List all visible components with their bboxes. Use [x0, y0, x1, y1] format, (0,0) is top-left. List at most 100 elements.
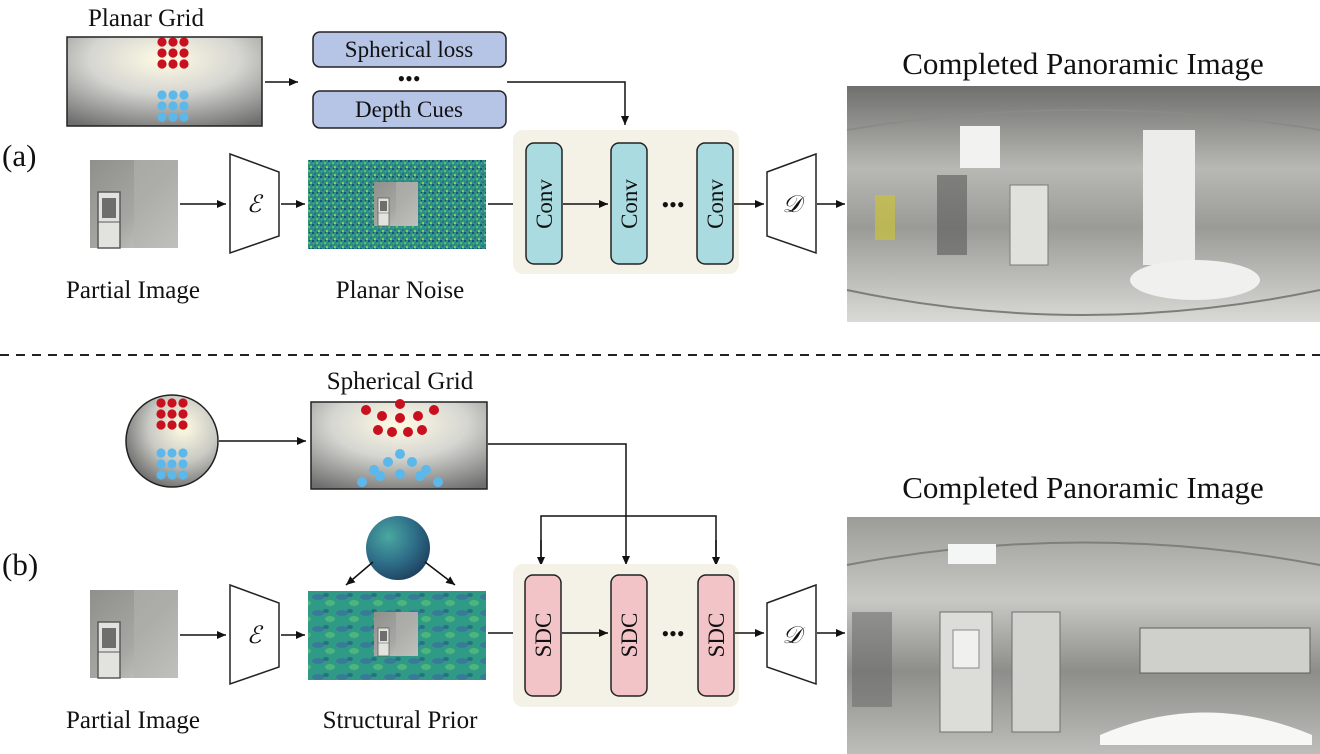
sphere-dot-blue: [156, 470, 166, 480]
sphere-dot-blue: [178, 470, 188, 480]
conv-block-3: Conv: [696, 142, 734, 265]
grid-dot-red: [179, 59, 189, 69]
spherical-dot-red: [361, 405, 371, 415]
grid-dot-red: [157, 48, 167, 58]
sphere-dot-red: [156, 409, 166, 419]
sphere-dot-red: [156, 420, 166, 430]
planar-grid-image: [66, 36, 263, 127]
sphere-dot-blue: [167, 448, 177, 458]
grid-dot-blue: [179, 112, 189, 122]
partial-image-a-label: Partial Image: [66, 277, 200, 304]
encoder-b-symbol: ℰ: [247, 621, 264, 649]
spherical-dot-blue: [395, 469, 405, 479]
spherical-dot-red: [429, 405, 439, 415]
grid-dot-blue: [157, 101, 167, 111]
sphere-dot-blue: [156, 459, 166, 469]
partial-image-a: [89, 159, 179, 249]
completed-panorama-b: [846, 517, 1320, 754]
spherical-dot-red: [373, 425, 383, 435]
spherical-dot-blue: [395, 449, 405, 459]
sdc-block-3-label: SDC: [704, 613, 729, 658]
conv-ellipsis: •••: [661, 192, 684, 217]
grid-dot-blue: [179, 90, 189, 100]
spherical-dot-red: [403, 427, 413, 437]
grid-dot-red: [168, 48, 178, 58]
encoder-b: ℰ: [229, 583, 280, 686]
sphere-dot-blue: [178, 459, 188, 469]
arrow-globe-left: [345, 561, 374, 586]
completed-panorama-a: [846, 86, 1320, 322]
cue-box-depth-cues-label: Depth Cues: [355, 97, 463, 122]
spherical-dot-red: [395, 413, 405, 423]
conv-block-1: Conv: [525, 142, 563, 265]
spherical-dot-red: [395, 399, 405, 409]
conv-block-2: Conv: [610, 142, 648, 265]
decoder-b: 𝒟: [766, 583, 817, 686]
partial-image-b-label: Partial Image: [66, 707, 200, 734]
spherical-dot-red: [413, 411, 423, 421]
grid-dot-blue: [168, 101, 178, 111]
arrow-grid-to-sdc2: [488, 443, 630, 565]
output-b-title: Completed Panoramic Image: [902, 470, 1264, 505]
sdc-block-3: SDC: [697, 574, 735, 697]
spherical-dot-blue: [407, 457, 417, 467]
decoder-a: 𝒟: [766, 152, 817, 255]
grid-dot-blue: [179, 101, 189, 111]
grid-dot-red: [157, 37, 167, 47]
spherical-grid-image: [310, 399, 488, 490]
sdc-block-1: SDC: [524, 574, 562, 697]
spherical-grid-title: Spherical Grid: [327, 368, 474, 395]
structural-prior-image: [308, 591, 486, 680]
sdc-block-2: SDC: [610, 574, 648, 697]
spherical-dot-blue: [375, 471, 385, 481]
grid-dot-red: [168, 37, 178, 47]
sphere-dot-red: [167, 398, 177, 408]
spherical-dot-blue: [383, 457, 393, 467]
encoder-a-symbol: ℰ: [247, 190, 264, 218]
globe-prior: [366, 516, 430, 580]
encoder-a: ℰ: [229, 152, 280, 255]
grid-dot-blue: [157, 112, 167, 122]
conv-block-1-label: Conv: [532, 179, 557, 229]
cue-box-spherical-loss: Spherical loss: [312, 31, 507, 68]
sphere-dot-blue: [156, 448, 166, 458]
structural-prior-label: Structural Prior: [323, 707, 479, 734]
conv-block-2-label: Conv: [617, 179, 642, 229]
partial-image-b: [89, 589, 179, 679]
sphere-dot-red: [156, 398, 166, 408]
planar-noise-label: Planar Noise: [336, 277, 464, 304]
grid-dot-red: [157, 59, 167, 69]
grid-dot-red: [179, 48, 189, 58]
sdc-ellipsis: •••: [661, 621, 684, 646]
grid-dot-blue: [168, 112, 178, 122]
cue-box-spherical-loss-label: Spherical loss: [345, 37, 473, 62]
sphere-grid-image: [125, 394, 219, 488]
cue-box-depth-cues: Depth Cues: [312, 90, 507, 129]
planar-grid-title: Planar Grid: [88, 5, 204, 32]
sdc-block-1-label: SDC: [531, 613, 556, 658]
sphere-dot-blue: [178, 448, 188, 458]
grid-dot-blue: [157, 90, 167, 100]
output-a-title: Completed Panoramic Image: [902, 46, 1264, 81]
cue-ellipsis: •••: [397, 66, 420, 91]
sphere-dot-red: [178, 409, 188, 419]
conv-block-3-label: Conv: [703, 179, 728, 229]
spherical-dot-red: [387, 427, 397, 437]
sphere-dot-red: [178, 398, 188, 408]
sphere-dot-blue: [167, 459, 177, 469]
sphere-dot-red: [167, 409, 177, 419]
grid-dot-red: [179, 37, 189, 47]
spherical-dot-red: [377, 411, 387, 421]
spherical-dot-blue: [433, 477, 443, 487]
arrow-cues-to-blocks: [507, 81, 629, 125]
arrow-grid-branch: [540, 515, 717, 565]
arrow-globe-right: [424, 561, 456, 586]
spherical-dot-blue: [415, 471, 425, 481]
panel-b-tag: (b): [2, 547, 38, 582]
sphere-dot-blue: [167, 470, 177, 480]
grid-dot-blue: [168, 90, 178, 100]
spherical-dot-blue: [357, 477, 367, 487]
spherical-dot-red: [417, 425, 427, 435]
sphere-dot-red: [178, 420, 188, 430]
